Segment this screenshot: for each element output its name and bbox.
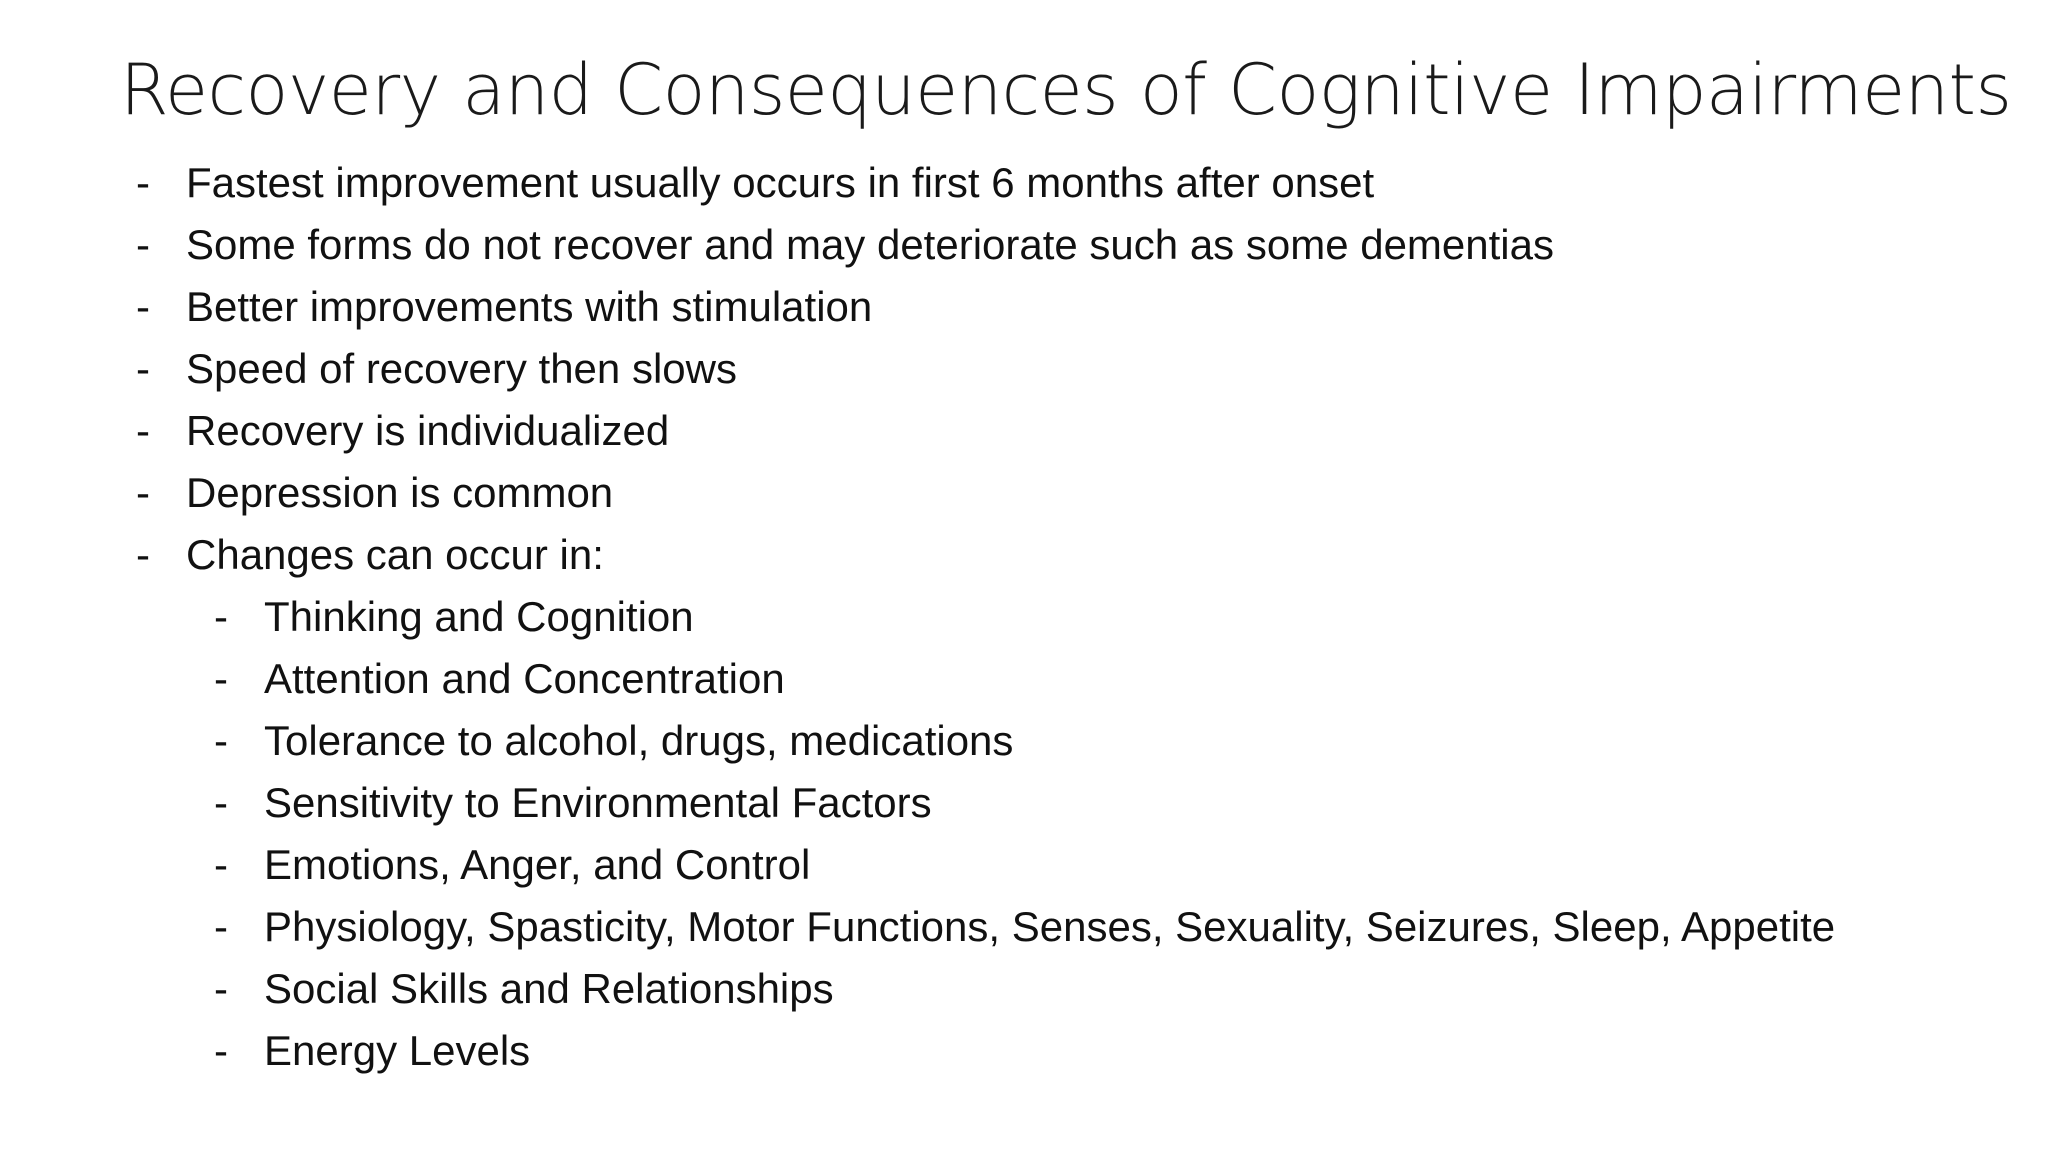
bullet-dash: - [136, 159, 150, 206]
sub-bullet-text: Emotions, Anger, and Control [264, 841, 811, 888]
bullet-item: -Changes can occur in: -Thinking and Cog… [128, 524, 1988, 1082]
sub-bullet-dash: - [214, 779, 228, 826]
sub-bullet-dash: - [214, 655, 228, 702]
sub-bullet-list: -Thinking and Cognition -Attention and C… [186, 586, 1988, 1082]
bullet-dash: - [136, 531, 150, 578]
bullet-dash: - [136, 469, 150, 516]
sub-bullet-item: -Tolerance to alcohol, drugs, medication… [206, 710, 1988, 772]
bullet-text: Better improvements with stimulation [186, 283, 873, 330]
bullet-dash: - [136, 221, 150, 268]
sub-bullet-item: -Sensitivity to Environmental Factors [206, 772, 1988, 834]
sub-bullet-dash: - [214, 1027, 228, 1074]
bullet-dash: - [136, 283, 150, 330]
sub-bullet-text: Physiology, Spasticity, Motor Functions,… [264, 903, 1836, 950]
bullet-item: -Speed of recovery then slows [128, 338, 1988, 400]
sub-bullet-text: Energy Levels [264, 1027, 531, 1074]
bullet-text: Some forms do not recover and may deteri… [186, 221, 1554, 268]
bullet-text: Recovery is individualized [186, 407, 670, 454]
sub-bullet-item: -Energy Levels [206, 1020, 1988, 1082]
slide-title: Recovery and Consequences of Cognitive I… [120, 49, 2012, 131]
sub-bullet-text: Tolerance to alcohol, drugs, medications [264, 717, 1014, 764]
sub-bullet-item: -Physiology, Spasticity, Motor Functions… [206, 896, 1988, 958]
sub-bullet-dash: - [214, 593, 228, 640]
sub-bullet-text: Social Skills and Relationships [264, 965, 834, 1012]
bullet-list: -Fastest improvement usually occurs in f… [128, 152, 1988, 1082]
sub-bullet-item: -Social Skills and Relationships [206, 958, 1988, 1020]
bullet-item: -Some forms do not recover and may deter… [128, 214, 1988, 276]
bullet-dash: - [136, 407, 150, 454]
bullet-item: -Depression is common [128, 462, 1988, 524]
bullet-text: Changes can occur in: [186, 531, 604, 578]
bullet-item: -Fastest improvement usually occurs in f… [128, 152, 1988, 214]
sub-bullet-text: Attention and Concentration [264, 655, 785, 702]
sub-bullet-dash: - [214, 841, 228, 888]
sub-bullet-dash: - [214, 965, 228, 1012]
sub-bullet-dash: - [214, 903, 228, 950]
bullet-text: Speed of recovery then slows [186, 345, 737, 392]
bullet-item: -Better improvements with stimulation [128, 276, 1988, 338]
bullet-dash: - [136, 345, 150, 392]
sub-bullet-item: -Emotions, Anger, and Control [206, 834, 1988, 896]
sub-bullet-item: -Attention and Concentration [206, 648, 1988, 710]
sub-bullet-dash: - [214, 717, 228, 764]
bullet-text: Depression is common [186, 469, 614, 516]
bullet-text: Fastest improvement usually occurs in fi… [186, 159, 1375, 206]
sub-bullet-text: Sensitivity to Environmental Factors [264, 779, 932, 826]
sub-bullet-text: Thinking and Cognition [264, 593, 694, 640]
bullet-item: -Recovery is individualized [128, 400, 1988, 462]
sub-bullet-item: -Thinking and Cognition [206, 586, 1988, 648]
